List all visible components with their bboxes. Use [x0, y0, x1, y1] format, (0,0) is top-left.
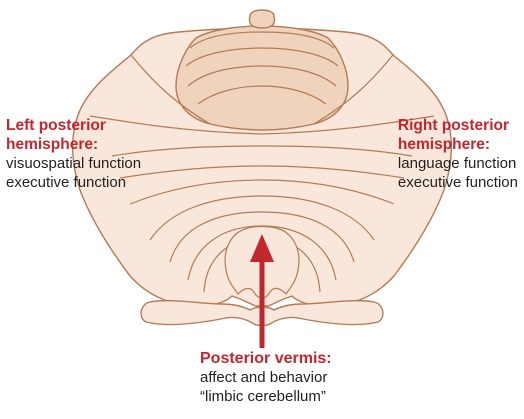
vermis-function: “limbic cerebellum” — [200, 387, 332, 406]
right-hemisphere-title-line1: Right posterior — [398, 116, 518, 135]
right-hemisphere-function: executive function — [398, 173, 518, 192]
right-posterior-hemisphere-label: Right posterior hemisphere: language fun… — [398, 116, 518, 192]
vermis-function: affect and behavior — [200, 368, 332, 387]
superior-vermis — [176, 26, 348, 130]
vermis-top-knob — [250, 10, 275, 28]
vermis-title: Posterior vermis: — [200, 349, 332, 368]
posterior-vermis-label: Posterior vermis: affect and behavior “l… — [200, 349, 332, 406]
left-hemisphere-function: executive function — [6, 173, 141, 192]
left-hemisphere-title-line1: Left posterior — [6, 116, 141, 135]
left-hemisphere-function: visuospatial function — [6, 154, 141, 173]
left-posterior-hemisphere-label: Left posterior hemisphere: visuospatial … — [6, 116, 141, 192]
right-hemisphere-title-line2: hemisphere: — [398, 135, 518, 154]
left-hemisphere-title-line2: hemisphere: — [6, 135, 141, 154]
right-hemisphere-function: language function — [398, 154, 518, 173]
